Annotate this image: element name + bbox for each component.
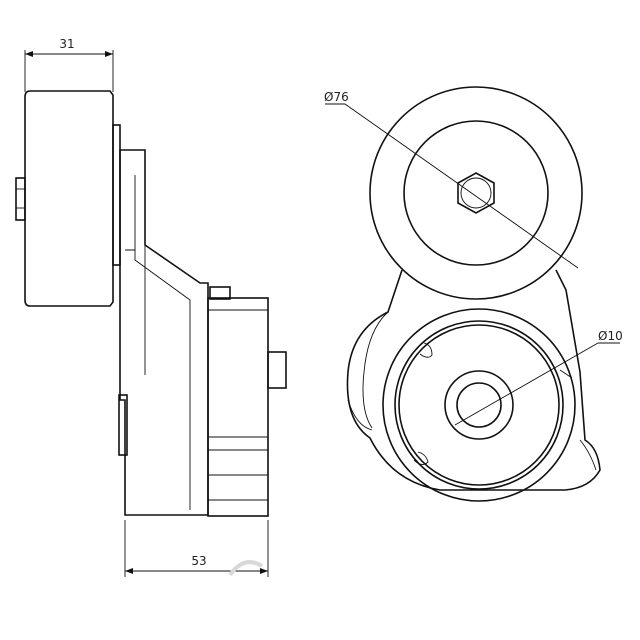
- dimension-label-d10: Ø10: [598, 329, 623, 343]
- dimension-pulley-width: 31: [24, 37, 114, 92]
- spring-housing-side: [207, 297, 269, 517]
- front-view: Ø76 Ø10: [324, 86, 623, 502]
- dimension-label-31: 31: [59, 37, 74, 51]
- side-view: 31 53: [15, 37, 287, 577]
- spring-housing-front: [382, 308, 576, 502]
- pulley-side: [24, 90, 114, 307]
- pulley-outer-front: [369, 86, 583, 300]
- tensioner-base-front: [346, 269, 601, 491]
- dimension-pulley-diameter: Ø76: [324, 90, 579, 269]
- dimension-label-d76: Ø76: [324, 90, 349, 104]
- bolt-head-side: [15, 177, 26, 221]
- bore-outer-front: [444, 370, 514, 440]
- dimension-label-53: 53: [191, 554, 206, 568]
- tensioner-arm-side: [119, 149, 209, 516]
- bore-inner-front: [456, 382, 502, 428]
- dimension-overall-depth: 53: [124, 520, 269, 577]
- dimension-bore-diameter: Ø10: [454, 329, 623, 426]
